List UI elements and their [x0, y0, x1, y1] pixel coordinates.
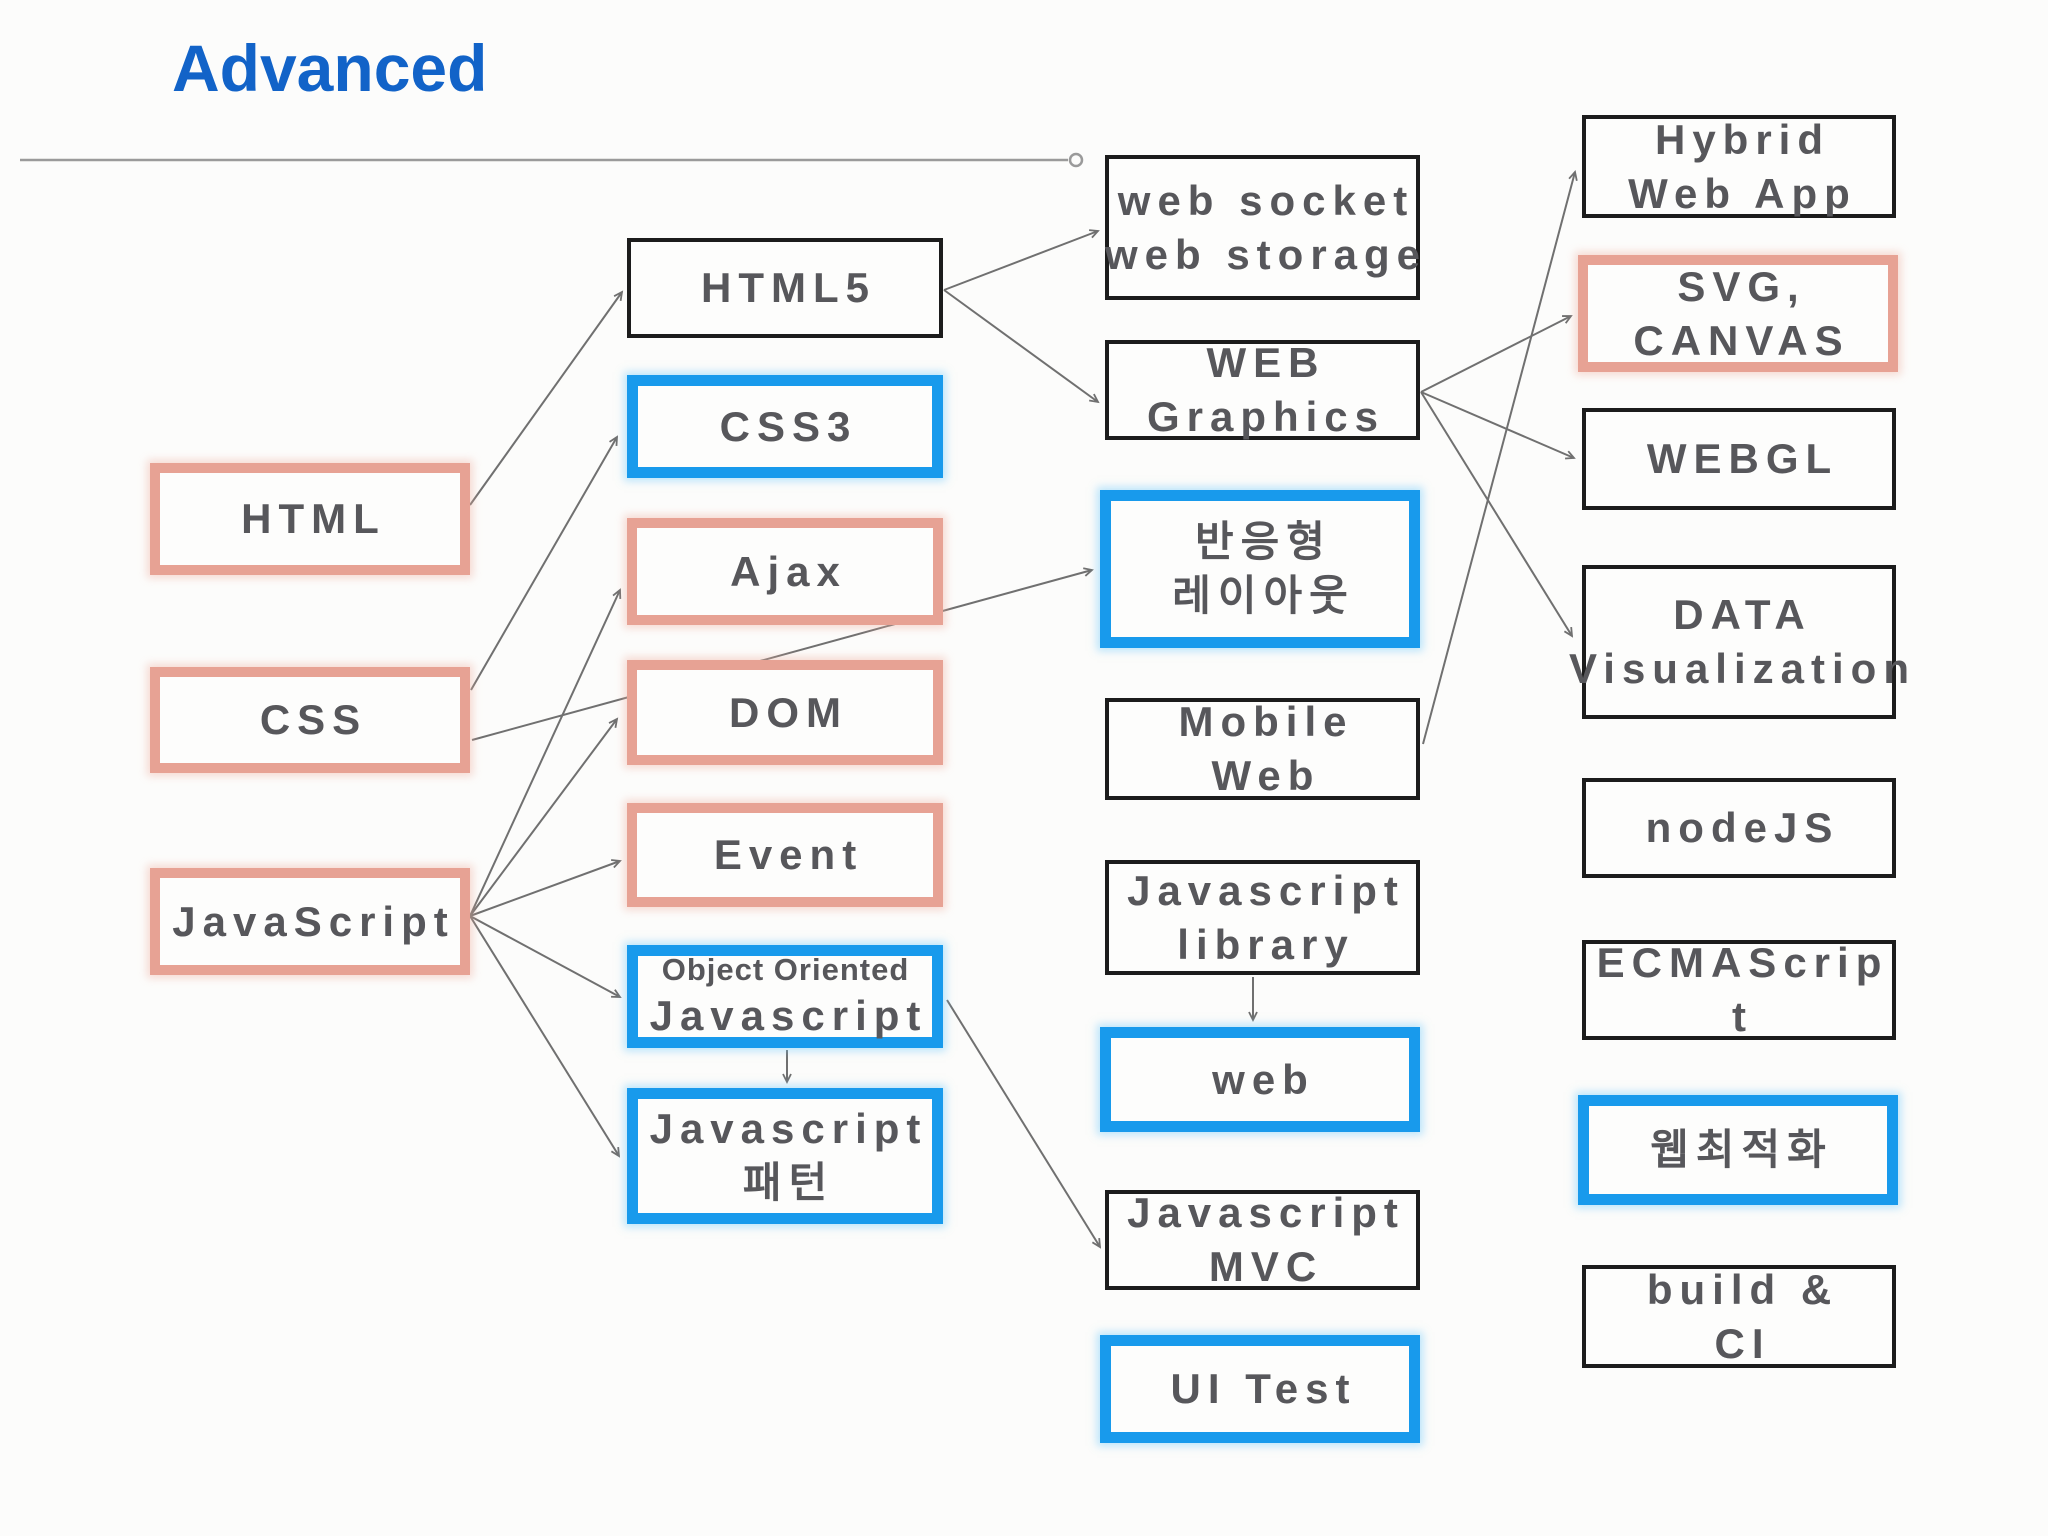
edge-html5-to-web-graphics: [943, 289, 1100, 404]
node-javascript-label: JavaScript: [172, 897, 455, 945]
node-nodejs: nodeJS: [1582, 778, 1896, 878]
node-html5: HTML5: [627, 238, 943, 338]
node-websocket-label: web socket: [1117, 176, 1415, 224]
node-css3-label: CSS3: [719, 402, 858, 450]
node-js-library-label: Javascript: [1127, 866, 1405, 914]
node-web-optimization: 웹최적화: [1578, 1095, 1898, 1205]
node-javascript: JavaScript: [150, 868, 470, 975]
node-ui-test-label: UI Test: [1170, 1365, 1357, 1413]
node-data-visualization-label: DATA: [1673, 591, 1812, 639]
node-mobile-web-label: Web: [1211, 752, 1321, 799]
title-rule-end-circle: [1068, 152, 1084, 168]
node-web: web: [1100, 1027, 1420, 1132]
node-js-pattern: Javascript 패턴: [627, 1088, 943, 1224]
node-web-graphics-label: Graphics: [1146, 393, 1386, 440]
node-dom: DOM: [627, 660, 943, 765]
node-ajax-label: Ajax: [730, 547, 847, 595]
node-mobile-web-label: Mobile: [1178, 698, 1354, 746]
edge-web-graphics-to-data-visualization: [1420, 391, 1574, 638]
node-svg-canvas: SVG, CANVAS: [1578, 255, 1898, 372]
node-responsive-layout-label: 반응형: [1195, 518, 1332, 566]
node-hybrid-web-app-label: Web App: [1628, 169, 1857, 217]
node-svg-canvas-label: SVG,: [1677, 262, 1806, 310]
node-js-pattern-label: 패턴: [742, 1159, 835, 1206]
edge-html5-to-websocket: [943, 229, 1100, 291]
edge-mobile-web-to-hybrid-web-app: [1422, 170, 1578, 745]
node-webgl-label: WEBGL: [1646, 435, 1839, 483]
node-ui-test: UI Test: [1100, 1335, 1420, 1443]
node-css: CSS: [150, 667, 470, 773]
node-js-library-label: library: [1177, 920, 1355, 968]
node-svg-canvas-label: CANVAS: [1633, 316, 1850, 364]
node-oo-javascript-label: Object Oriented: [661, 951, 910, 987]
node-nodejs-label: nodeJS: [1645, 804, 1840, 852]
node-ecmascript: ECMAScrip t: [1582, 939, 1896, 1040]
node-websocket-label: web storage: [1104, 230, 1428, 278]
node-hybrid-web-app-label: Hybrid: [1654, 115, 1830, 163]
node-web-graphics: WEB Graphics: [1105, 339, 1420, 440]
node-js-mvc-label: Javascript: [1127, 1189, 1405, 1237]
edge-javascript-to-ajax: [469, 588, 622, 917]
node-js-library: Javascript library: [1105, 860, 1420, 975]
connector-arrows: [469, 170, 1578, 1249]
node-build-ci: build & CI: [1582, 1265, 1896, 1368]
node-data-visualization-label: Visualization: [1569, 645, 1916, 692]
node-html-label: HTML: [241, 495, 386, 543]
edge-javascript-to-js-pattern: [469, 915, 621, 1158]
node-dom-label: DOM: [729, 688, 848, 736]
edge-javascript-to-event: [469, 859, 622, 917]
edge-web-graphics-to-webgl: [1420, 391, 1576, 460]
node-ecmascript-label: ECMAScrip: [1596, 939, 1889, 987]
node-js-pattern-label: Javascript: [649, 1105, 928, 1153]
node-build-ci-label: CI: [1714, 1319, 1771, 1367]
node-webgl: WEBGL: [1582, 408, 1896, 510]
node-oo-javascript-label: Javascript: [649, 992, 928, 1040]
node-build-ci-label: build &: [1646, 1265, 1839, 1313]
edge-html-to-html5: [469, 290, 624, 506]
node-ecmascript-label: t: [1732, 993, 1753, 1040]
node-ajax: Ajax: [627, 518, 943, 625]
edge-css-to-css3: [470, 435, 619, 691]
page-title: Advanced: [172, 31, 488, 105]
edge-web-graphics-to-svg-canvas: [1420, 315, 1573, 393]
node-html5-label: HTML5: [701, 264, 876, 312]
title-underline: [20, 152, 1084, 168]
node-web-graphics-label: WEB: [1206, 339, 1326, 387]
node-event: Event: [627, 803, 943, 907]
node-web-optimization-label: 웹최적화: [1650, 1126, 1833, 1174]
edge-oo-javascript-to-js-mvc: [946, 999, 1102, 1249]
node-js-mvc-label: MVC: [1208, 1243, 1324, 1290]
node-responsive-layout-label: 레이아웃: [1172, 572, 1355, 619]
node-css3: CSS3: [627, 375, 943, 478]
node-html: HTML: [150, 463, 470, 575]
edge-javascript-to-dom: [469, 717, 619, 917]
edge-javascript-to-oo-javascript: [469, 915, 622, 998]
node-css-label: CSS: [259, 696, 368, 744]
node-event-label: Event: [713, 831, 864, 879]
edge-css-to-responsive-layout: [471, 567, 1094, 741]
node-web-label: web: [1212, 1055, 1315, 1103]
